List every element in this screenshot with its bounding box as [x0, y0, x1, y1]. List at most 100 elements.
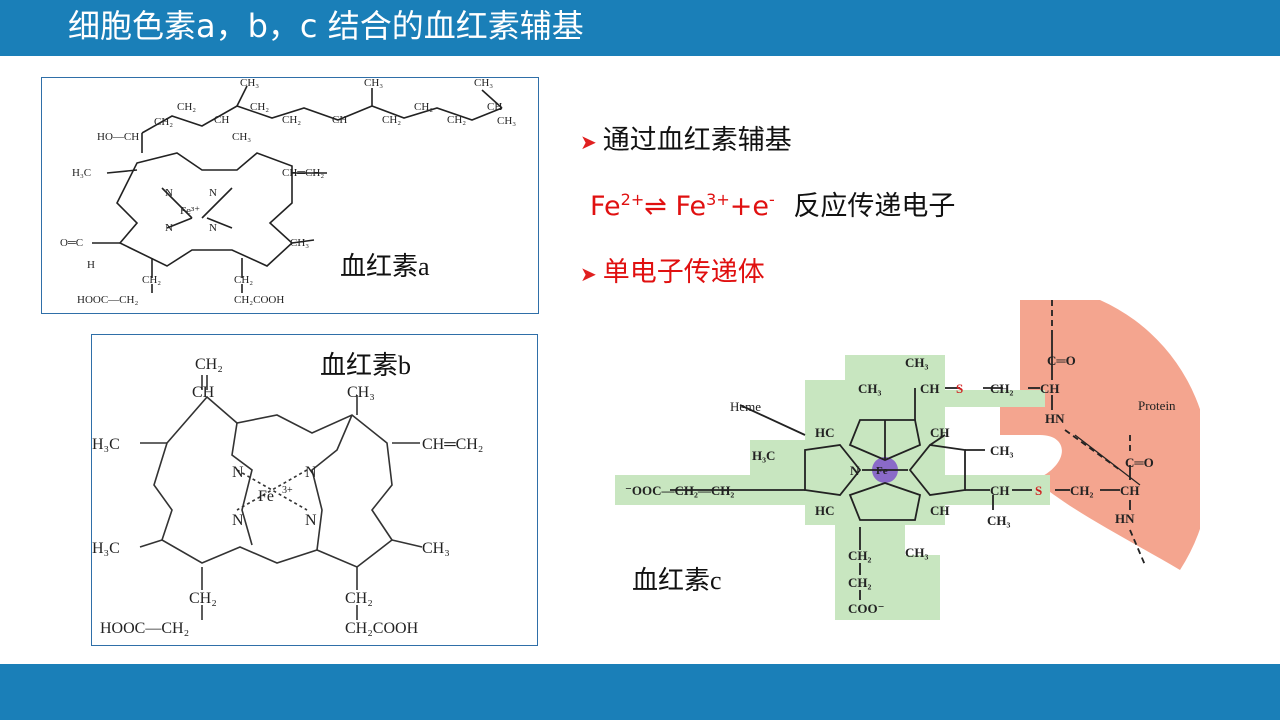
chem-label: N — [232, 512, 244, 529]
chem-label: CH₃ — [987, 513, 1011, 528]
heme-b-label: 血红素b — [320, 351, 412, 380]
chem-label: CH₂ — [154, 116, 173, 128]
chem-label: CH₂ — [848, 548, 872, 563]
protein-label: Protein — [1138, 398, 1176, 413]
heme-a-label: 血红素a — [340, 252, 430, 281]
chem-label: COO⁻ — [848, 601, 884, 616]
chem-label: HOOC—CH₂ — [77, 294, 138, 306]
chem-label: N — [165, 187, 173, 199]
chem-label: CH₂COOH — [234, 294, 284, 306]
chem-label: CH — [487, 101, 502, 113]
chem-label: CH₂ — [382, 114, 401, 126]
chem-label: N — [850, 463, 860, 478]
chem-label: CH — [1040, 381, 1060, 396]
chem-label: H₃C — [92, 540, 120, 557]
chem-label: CH₂ — [345, 590, 373, 607]
fe2-symbol: Fe — [590, 191, 621, 222]
chem-label: CH₂ — [990, 381, 1014, 396]
chem-label: CH₃ — [364, 78, 383, 89]
arrow-bullet-icon: ➤ — [580, 262, 597, 286]
chem-label: HC — [815, 503, 835, 518]
heme-callout: Heme — [730, 399, 761, 414]
chem-label: Fe³⁺ — [180, 205, 200, 217]
fe-reaction: Fe2+⇌ Fe3++e- 反应传递电子 — [590, 184, 955, 223]
fe2-charge: 2+ — [620, 190, 645, 209]
chem-label: CH₂ — [1070, 483, 1094, 498]
chem-label: CH═CH₂ — [422, 436, 483, 453]
slide-title: 细胞色素a，b，c 结合的血红素辅基 — [68, 7, 584, 45]
chem-label: 3+ — [282, 485, 293, 496]
chem-label: Fe — [258, 488, 274, 505]
chem-label: CH₂ — [282, 114, 301, 126]
reaction-description: 反应传递电子 — [793, 191, 956, 222]
title-bar — [0, 0, 1280, 56]
bullet-heme-prosthetic: ➤通过血红素辅基 — [580, 118, 792, 157]
chem-label: CH₂ — [142, 274, 161, 286]
heme-a-structure: CH₃ CH₃ CH₃ CH₂ CH₂ CH CH₂ CH₂ CH CH₂ CH… — [60, 77, 516, 306]
chem-label: CH₃ — [290, 237, 309, 249]
chem-label: S — [1035, 483, 1042, 498]
chem-label: CH₃ — [232, 131, 251, 143]
chem-label: CH₂ — [414, 101, 433, 113]
chem-label: C═O — [1047, 353, 1076, 368]
chem-label: CH — [920, 381, 940, 396]
chem-label: ⁻OOC—CH₂—CH₂ — [625, 483, 734, 498]
footer-bar — [0, 664, 1280, 720]
equilibrium-icon: ⇌ — [644, 191, 667, 222]
chem-label: N — [209, 222, 217, 234]
chem-label: CH₃ — [347, 384, 375, 401]
chem-label: N — [165, 222, 173, 234]
chem-label: N — [305, 512, 317, 529]
chem-label: CH₃ — [858, 381, 882, 396]
chem-label: CH₃ — [497, 115, 516, 127]
electron-term: +e — [729, 191, 769, 222]
chem-label: CH₂ — [189, 590, 217, 607]
chem-label: C═O — [1125, 455, 1154, 470]
chem-label: CH₃ — [905, 355, 929, 370]
chem-label: N — [305, 464, 317, 481]
chem-label: CH₂ — [234, 274, 253, 286]
heme-a-panel: CH₃ CH₃ CH₃ CH₂ CH₂ CH CH₂ CH₂ CH CH₂ CH… — [41, 77, 539, 314]
chem-label: H₃C — [72, 167, 91, 179]
heme-c-structure: Heme Protein CH₃ CH S CH₂ CH C═O HN CH₃ … — [615, 300, 1200, 620]
chem-label: N — [209, 187, 217, 199]
chem-label: CH₃ — [905, 545, 929, 560]
chem-label: CH₂ — [848, 575, 872, 590]
chem-label: CH₂ — [177, 101, 196, 113]
chem-label: CH₂COOH — [345, 620, 419, 637]
chem-label: HOOC—CH₂ — [100, 620, 189, 637]
chem-label: CH₃ — [990, 443, 1014, 458]
chem-label: H₃C — [752, 448, 775, 463]
chem-label: CH₂ — [195, 356, 223, 373]
bullet-text: 单电子传递体 — [602, 257, 765, 288]
chem-label: HN — [1045, 411, 1065, 426]
chem-label: CH₂ — [250, 101, 269, 113]
fe3-charge: 3+ — [706, 190, 730, 209]
chem-label: HN — [1115, 511, 1135, 526]
chem-label: H₃C — [92, 436, 120, 453]
chem-label: S — [956, 381, 963, 396]
chem-label: CH — [930, 503, 950, 518]
heme-b-panel: CH₂ CH CH₃ H₃C CH═CH₂ N N N N Fe 3+ H₃C … — [91, 334, 538, 646]
chem-label: CH — [990, 483, 1010, 498]
bullet-text: 通过血红素辅基 — [602, 125, 792, 156]
chem-label: CH₂ — [447, 114, 466, 126]
arrow-bullet-icon: ➤ — [580, 130, 597, 154]
chem-label: CH — [332, 114, 347, 126]
electron-charge: - — [768, 190, 775, 209]
heme-b-structure: CH₂ CH CH₃ H₃C CH═CH₂ N N N N Fe 3+ H₃C … — [92, 356, 483, 637]
fe3-symbol: Fe — [675, 191, 707, 222]
bullet-single-electron: ➤单电子传递体 — [580, 250, 765, 289]
chem-label: CH₃ — [474, 78, 493, 89]
chem-label: HO—CH — [97, 131, 139, 143]
chem-label: CH₃ — [240, 78, 259, 89]
chem-label: CH═CH₂ — [282, 167, 324, 179]
chem-label: N — [232, 464, 244, 481]
heme-c-label: 血红素c — [632, 566, 722, 595]
chem-label: Fe — [876, 465, 888, 477]
chem-label: CH — [1120, 483, 1140, 498]
chem-label: HC — [815, 425, 835, 440]
chem-label: H — [87, 259, 95, 271]
chem-label: CH — [214, 114, 229, 126]
chem-label: CH — [930, 425, 950, 440]
